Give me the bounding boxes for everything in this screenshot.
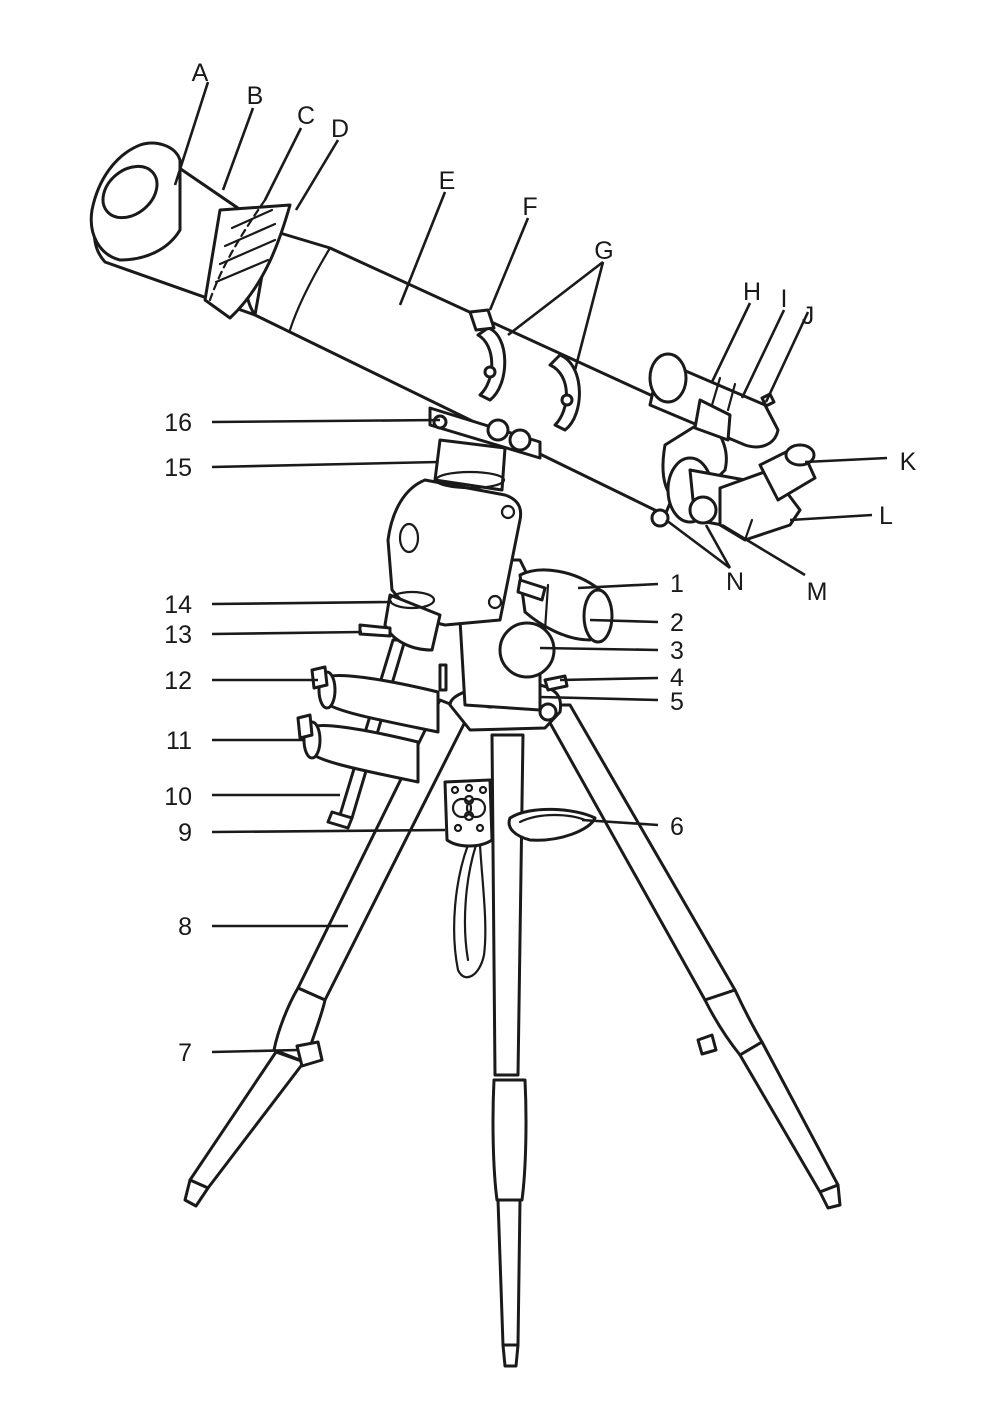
label-i: I: [781, 285, 788, 313]
label-d: D: [331, 115, 349, 143]
label-7: 7: [178, 1039, 192, 1067]
label-1: 1: [670, 570, 684, 598]
finder-scope: [648, 352, 780, 449]
tube-rings: [468, 308, 581, 432]
tripod-leg-left: [183, 698, 472, 1208]
optical-tube: [89, 141, 817, 542]
equatorial-mount: [296, 438, 614, 830]
tripod-leg-right: [538, 703, 842, 1210]
label-j: J: [802, 302, 815, 330]
letter-labels: A B C D E F G H I J K L M N: [192, 59, 917, 606]
label-g: G: [594, 237, 613, 265]
leader-lines: [173, 81, 888, 1054]
label-f: F: [522, 193, 537, 221]
label-a: A: [192, 59, 209, 87]
label-6: 6: [670, 813, 684, 841]
label-13: 13: [164, 621, 192, 649]
label-15: 15: [164, 454, 192, 482]
label-11: 11: [166, 727, 192, 755]
label-2: 2: [670, 609, 684, 637]
eyepiece: [758, 443, 817, 502]
label-m: M: [807, 578, 828, 606]
label-10: 10: [164, 783, 192, 811]
label-9: 9: [178, 819, 192, 847]
label-4: 4: [670, 664, 684, 692]
end-cap: [89, 141, 182, 262]
label-e: E: [439, 167, 456, 195]
label-c: C: [297, 102, 315, 130]
label-h: H: [743, 278, 761, 306]
label-12: 12: [164, 667, 192, 695]
number-labels: 1 2 3 4 5 6 7 8 9 10 11 12 13 14 15 16: [164, 409, 684, 1067]
counterweight-lower: [296, 713, 420, 784]
objective-ring: [203, 198, 292, 320]
label-3: 3: [670, 637, 684, 665]
tripod: [183, 698, 842, 1368]
accessory-tray: [507, 807, 597, 842]
label-k: K: [900, 448, 917, 476]
label-14: 14: [164, 591, 192, 619]
label-n: N: [726, 568, 744, 596]
label-16: 16: [164, 409, 192, 437]
label-b: B: [247, 82, 264, 110]
counterweight-upper: [310, 665, 440, 734]
hand-controller: [443, 778, 494, 979]
label-l: L: [879, 502, 893, 530]
label-8: 8: [178, 913, 192, 941]
label-5: 5: [670, 688, 684, 716]
